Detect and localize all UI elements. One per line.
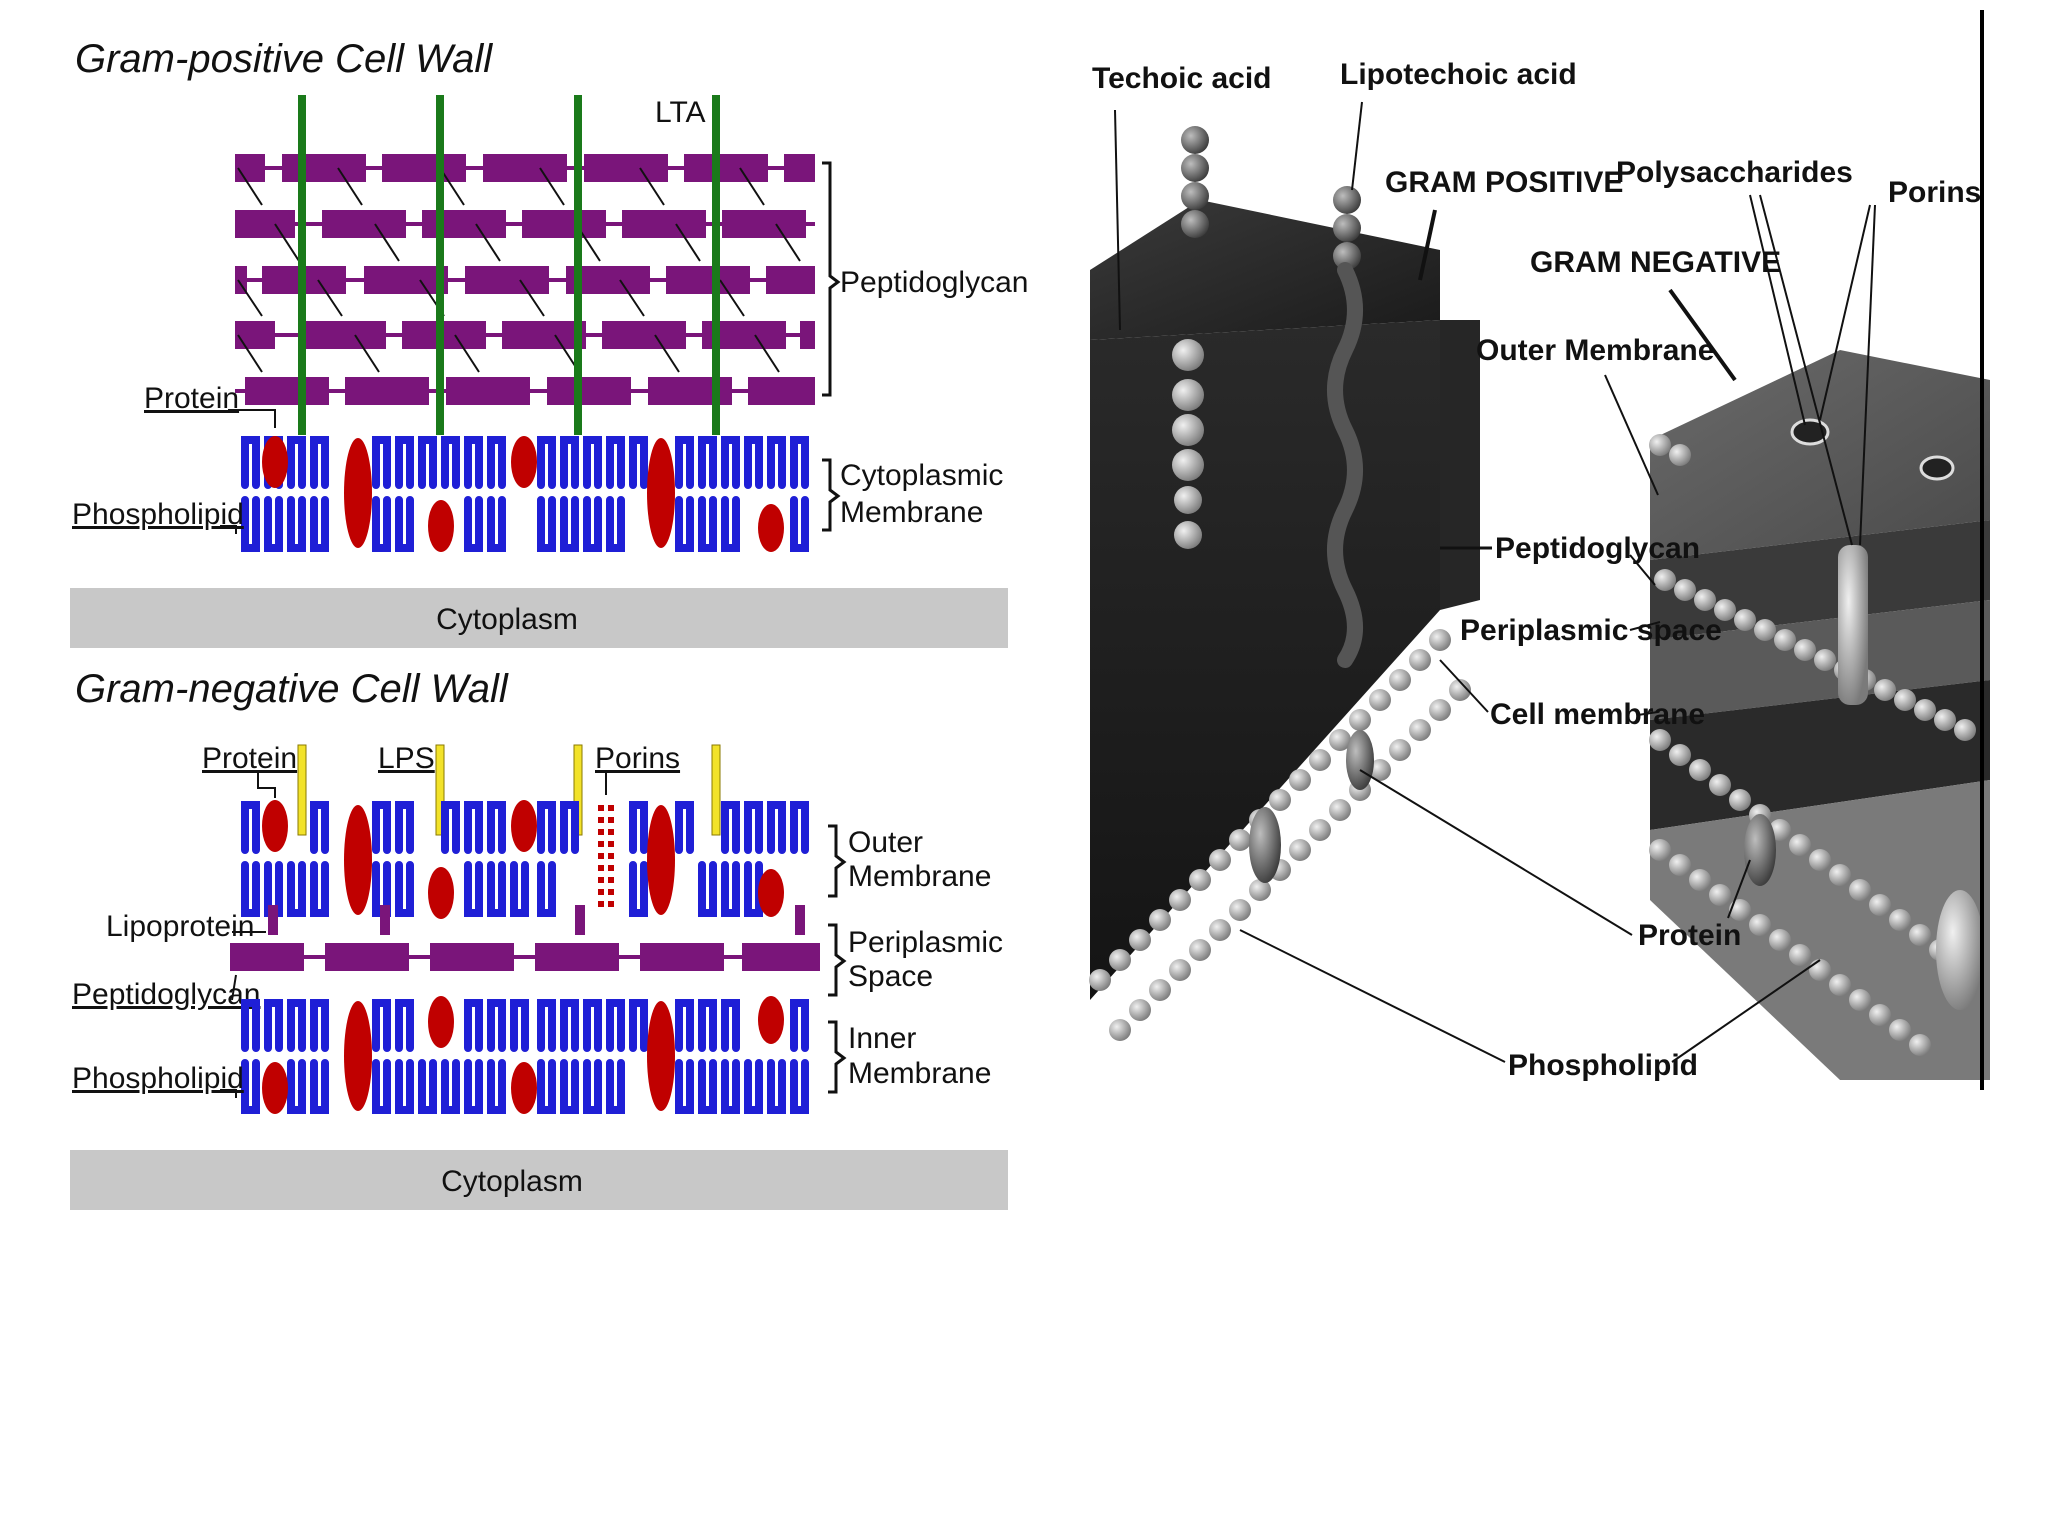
gn-peptidoglycan-label: Peptidoglycan bbox=[72, 978, 260, 1011]
gn-cytoplasm-label: Cytoplasm bbox=[441, 1165, 583, 1198]
gn-peptidoglycan-pointer bbox=[231, 974, 237, 1001]
periplasmic-space-label: Periplasmic space bbox=[1460, 614, 1722, 647]
right-edge-line bbox=[1980, 10, 1984, 1090]
gram-positive-title: Gram-positive Cell Wall bbox=[75, 37, 493, 81]
gn-porins-label: Porins bbox=[595, 742, 680, 775]
protein-label: Protein bbox=[1638, 919, 1741, 952]
inner-membrane-label-1: Inner bbox=[848, 1022, 916, 1055]
phospholipid-pointer-right bbox=[1671, 959, 1821, 1063]
lipoprotein-label: Lipoprotein bbox=[106, 910, 254, 943]
cell-membrane-pointer-left bbox=[1439, 659, 1489, 713]
gram-negative-pointer bbox=[1668, 288, 1737, 382]
lps-chains bbox=[297, 744, 721, 836]
cell-wall-diagrams: Gram-positive Cell Wall Peptidoglycan LT… bbox=[0, 0, 1040, 1240]
gn-phospholipid-label: Phospholipid bbox=[72, 1062, 244, 1095]
phospholipid-label: Phospholipid bbox=[1508, 1049, 1698, 1082]
periplasmic-space-pointer bbox=[1629, 621, 1661, 631]
gram-positive-label: GRAM POSITIVE bbox=[1385, 166, 1623, 199]
polysaccharides-porins-pointers bbox=[1749, 194, 1876, 546]
gram-negative-title: Gram-negative Cell Wall bbox=[75, 667, 509, 711]
phospholipid-pointer-left bbox=[1239, 929, 1506, 1063]
outer-membrane-label: Outer Membrane bbox=[1476, 334, 1714, 367]
gn-protein-label: Protein bbox=[202, 742, 297, 775]
lta-label: LTA bbox=[655, 96, 706, 129]
peptidoglycan-label: Peptidoglycan bbox=[1495, 532, 1700, 565]
porin-channel bbox=[598, 805, 614, 907]
gp-phospholipid-pointer bbox=[220, 525, 237, 534]
polysaccharides-label: Polysaccharides bbox=[1616, 156, 1853, 189]
inner-membrane bbox=[241, 996, 847, 1114]
gram-positive-block bbox=[1089, 126, 1480, 1041]
cell-wall-3d-schematic: Techoic acid Lipotechoic acid GRAM POSIT… bbox=[1060, 0, 2048, 1200]
lps-label: LPS bbox=[378, 742, 435, 775]
techoic-acid-label: Techoic acid bbox=[1092, 62, 1272, 95]
cell-membrane-label: Cell membrane bbox=[1490, 698, 1705, 731]
periplasmic-label-1: Periplasmic bbox=[848, 926, 1003, 959]
gram-positive-pointer bbox=[1418, 209, 1437, 281]
lipotechoic-acid-pointer bbox=[1351, 101, 1363, 191]
outer-membrane-pointer bbox=[1604, 374, 1659, 496]
gn-peptidoglycan bbox=[230, 923, 847, 997]
techoic-acid-pointer bbox=[1114, 109, 1121, 331]
inner-membrane-label-2: Membrane bbox=[848, 1057, 991, 1090]
gn-protein-pointer bbox=[257, 770, 276, 798]
gram-positive-peptidoglycan bbox=[235, 154, 841, 405]
gp-protein-label: Protein bbox=[144, 382, 239, 415]
protein-pointer-left bbox=[1359, 769, 1633, 936]
porins-label: Porins bbox=[1888, 176, 1981, 209]
outer-membrane bbox=[241, 800, 847, 919]
protein-pointer-right bbox=[1727, 859, 1751, 919]
gram-positive-membrane bbox=[241, 436, 841, 552]
gn-cytoplasm-bar bbox=[70, 1150, 1008, 1210]
gp-cytoplasm-bar bbox=[70, 588, 1008, 648]
outer-membrane-label-2: Membrane bbox=[848, 860, 991, 893]
gp-phospholipid-label: Phospholipid bbox=[72, 498, 244, 531]
cyto-membrane-label-1: Cytoplasmic bbox=[840, 459, 1003, 492]
cell-membrane-pointer-right bbox=[1637, 711, 1659, 716]
gp-cytoplasm-label: Cytoplasm bbox=[436, 603, 578, 636]
periplasmic-label-2: Space bbox=[848, 960, 933, 993]
gram-negative-label: GRAM NEGATIVE bbox=[1530, 246, 1781, 279]
gp-protein-pointer bbox=[228, 409, 276, 428]
cyto-membrane-label-2: Membrane bbox=[840, 496, 983, 529]
gram-negative-block bbox=[1649, 350, 1990, 1080]
lipotechoic-acid-label: Lipotechoic acid bbox=[1340, 58, 1577, 91]
outer-membrane-label-1: Outer bbox=[848, 826, 923, 859]
lipoproteins bbox=[268, 905, 805, 935]
peptidoglycan-pointer-right bbox=[1629, 554, 1656, 586]
gp-peptidoglycan-label: Peptidoglycan bbox=[840, 266, 1028, 299]
lta-chains bbox=[298, 95, 720, 435]
gn-phospholipid-pointer bbox=[220, 1089, 237, 1098]
